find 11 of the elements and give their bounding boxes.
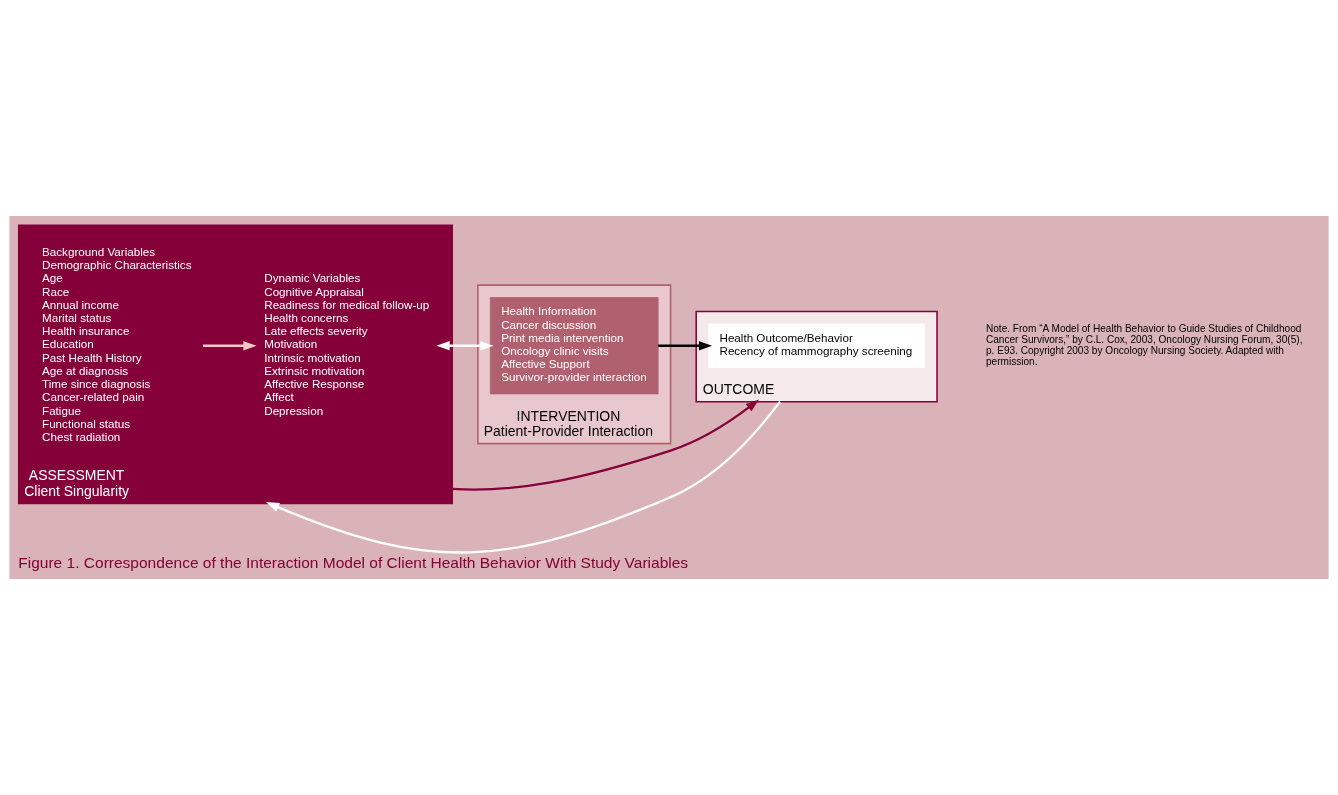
caption: Figure 1. Correspondence of the Interaction Model of Client Health Behavior With Study Variables	[18, 554, 689, 572]
label: Note. From “A Model of Health Behavior to Guide Studies of Childhood Cancer Survivors,” by C.L. Cox, 2003, Oncology Nursing Forum, 30(5), p. E93. Copyright 2003 by Oncology Nursing Society. Adapted with permission.	[985, 323, 1303, 367]
node-text: Dynamic Variables Cognitive Appraisal Readiness for medical follow-up Health concerns Late effects severity Motivation Intrinsic motivation Extrinsic motivation Affective Response Affect Depression	[264, 271, 430, 417]
arrow	[266, 400, 781, 554]
arrow	[436, 341, 494, 351]
node-box: Health Information Cancer discussion Print media intervention Oncology clinic visits Affective Support Survivor-provider interaction	[489, 297, 659, 395]
arrow	[658, 341, 713, 351]
node-box: Health Outcome/Behavior Recency of mammography screening	[708, 323, 925, 368]
arrow	[452, 399, 760, 491]
node-text: Background Variables Demographic Characteristics Age Race Annual income Marital status Health insurance Education Past Health History Age at diagnosis Time since diagnosis Cancer-related pain Fatigue Functional status Chest radiation	[42, 245, 192, 443]
arrow	[203, 341, 257, 351]
